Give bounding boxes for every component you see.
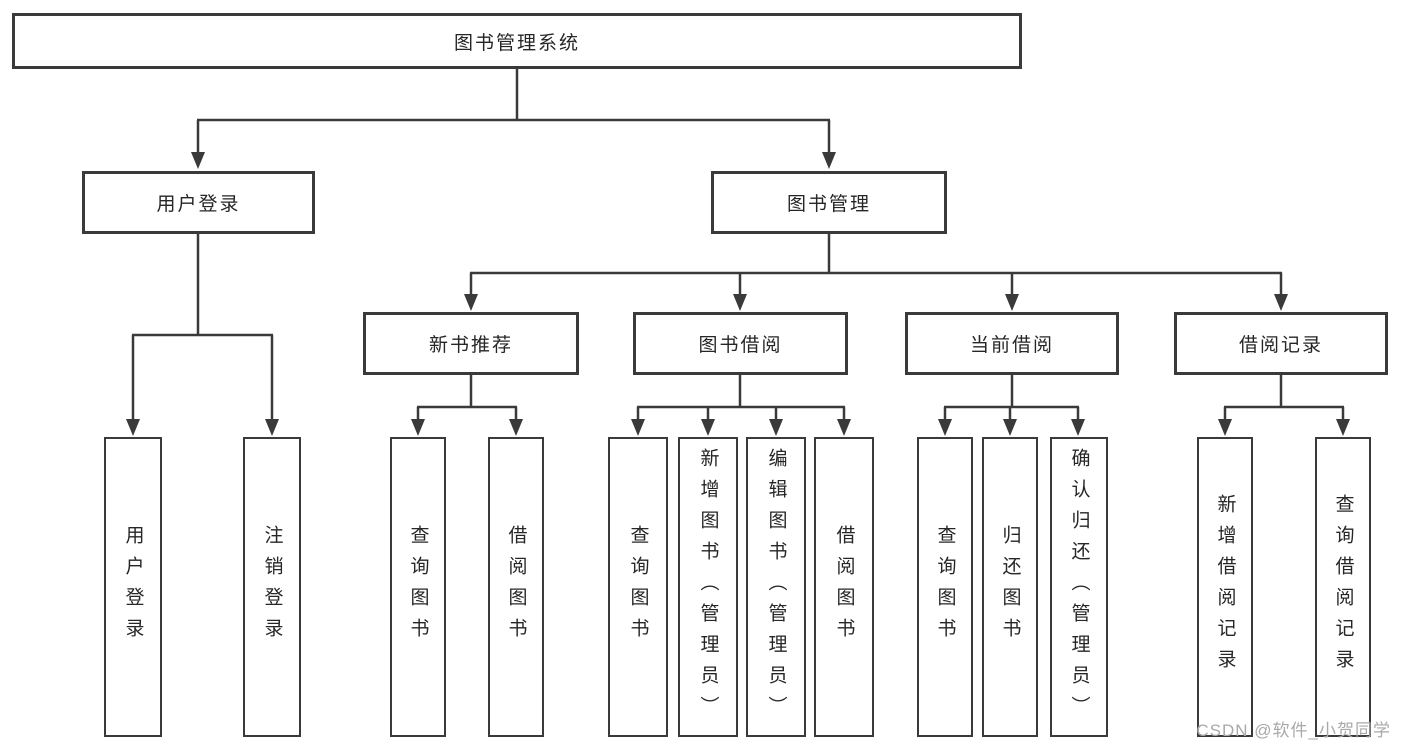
node-book-borrow-label: 图书借阅 (698, 335, 783, 356)
connector-arrowheads (126, 152, 1350, 436)
node-borrow-records-label: 借阅记录 (1238, 335, 1323, 356)
node-book-management: 图书管理 (711, 171, 947, 234)
node-book-borrow: 图书借阅 (633, 312, 848, 375)
csdn-watermark: CSDN @软件_小贺同学 (1196, 721, 1391, 740)
node-borrow-records: 借阅记录 (1174, 312, 1388, 375)
leaf-user-login-label: 用户登录 (122, 525, 144, 649)
leaf-query-borrow-record-label: 查询借阅记录 (1332, 494, 1354, 680)
node-user-login: 用户登录 (82, 171, 315, 234)
leaf-edit-book-admin-label: 编辑图书（管理员） (765, 447, 787, 727)
leaf-borrow-book: 借阅图书 (814, 437, 874, 737)
leaf-edit-book-admin: 编辑图书（管理员） (746, 437, 806, 737)
leaf-add-borrow-record: 新增借阅记录 (1197, 437, 1253, 737)
node-user-login-label: 用户登录 (156, 194, 241, 215)
leaf-add-book-admin: 新增图书（管理员） (678, 437, 738, 737)
leaf-add-borrow-record-label: 新增借阅记录 (1214, 494, 1236, 680)
leaf-confirm-return-admin-label: 确认归还（管理员） (1068, 447, 1090, 727)
node-new-book-recommend: 新书推荐 (363, 312, 579, 375)
node-current-borrow: 当前借阅 (905, 312, 1119, 375)
leaf-logout-label: 注销登录 (261, 525, 283, 649)
leaf-current-query-book: 查询图书 (917, 437, 973, 737)
node-current-borrow-label: 当前借阅 (969, 335, 1054, 356)
leaf-recommend-borrow-book-label: 借阅图书 (505, 525, 527, 649)
leaf-borrow-query-book: 查询图书 (608, 437, 668, 737)
leaf-user-login: 用户登录 (104, 437, 162, 737)
leaf-logout: 注销登录 (243, 437, 301, 737)
leaf-confirm-return-admin: 确认归还（管理员） (1050, 437, 1108, 737)
leaf-return-book: 归还图书 (982, 437, 1038, 737)
leaf-query-borrow-record: 查询借阅记录 (1315, 437, 1371, 737)
leaf-current-query-book-label: 查询图书 (934, 525, 956, 649)
node-root: 图书管理系统 (12, 13, 1022, 69)
leaf-return-book-label: 归还图书 (999, 525, 1021, 649)
leaf-recommend-borrow-book: 借阅图书 (488, 437, 544, 737)
leaf-recommend-query-book-label: 查询图书 (407, 525, 429, 649)
node-new-book-recommend-label: 新书推荐 (428, 335, 513, 356)
leaf-add-book-admin-label: 新增图书（管理员） (697, 447, 719, 727)
leaf-recommend-query-book: 查询图书 (390, 437, 446, 737)
node-root-label: 图书管理系统 (453, 32, 580, 54)
leaf-borrow-query-book-label: 查询图书 (627, 525, 649, 649)
leaf-borrow-book-label: 借阅图书 (833, 525, 855, 649)
node-book-management-label: 图书管理 (786, 194, 871, 215)
connector-trunks (131, 68, 1345, 421)
